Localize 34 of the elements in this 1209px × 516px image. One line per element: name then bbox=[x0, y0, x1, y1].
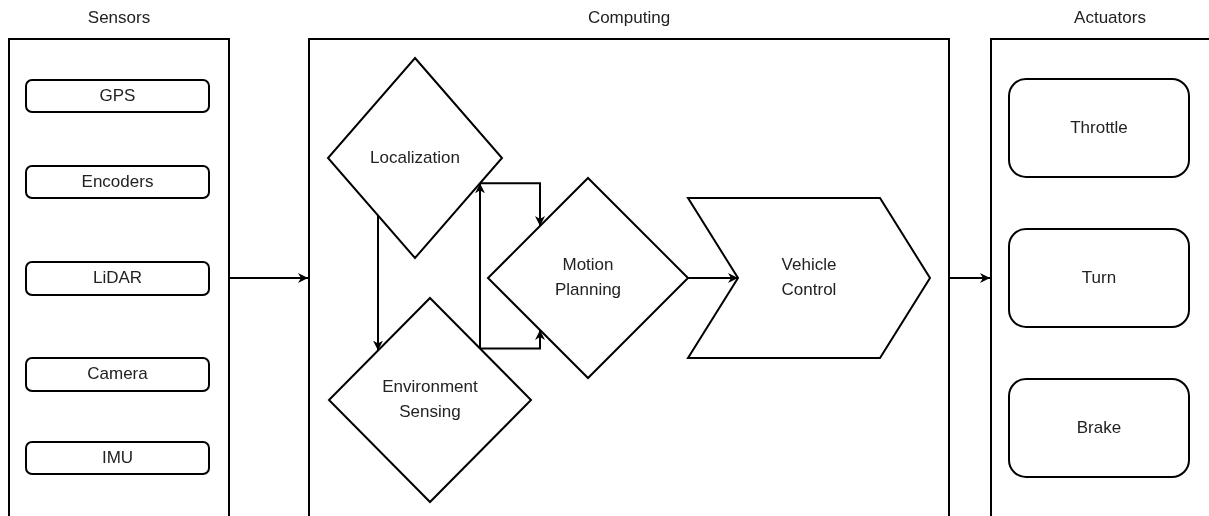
arrow bbox=[475, 182, 485, 350]
arrow bbox=[229, 273, 309, 283]
node-label: Camera bbox=[87, 363, 148, 386]
node-label: IMU bbox=[101, 446, 134, 469]
node-label: Localization bbox=[370, 146, 460, 169]
sensor-box bbox=[25, 441, 210, 475]
arrow bbox=[949, 273, 991, 283]
node-label: Turn bbox=[1081, 266, 1117, 289]
panel-title: Actuators bbox=[1073, 8, 1147, 28]
arrow bbox=[687, 273, 739, 283]
sensor-box bbox=[25, 79, 210, 113]
arrow bbox=[479, 329, 545, 350]
node-label: LiDAR bbox=[92, 267, 143, 290]
sensor-box bbox=[25, 357, 210, 392]
node-label: Encoders bbox=[81, 170, 154, 193]
chevron-shape bbox=[688, 198, 930, 358]
node-label: Motion Planning bbox=[553, 254, 623, 301]
decision-diamond bbox=[329, 298, 531, 502]
arrow bbox=[373, 214, 383, 352]
node-label: Environment Sensing bbox=[381, 376, 479, 423]
sensor-box bbox=[25, 261, 210, 296]
decision-diamond bbox=[488, 178, 688, 378]
node-label: GPS bbox=[99, 84, 136, 107]
decision-diamond bbox=[328, 58, 502, 258]
arrow bbox=[479, 182, 545, 227]
actuator-box bbox=[1008, 378, 1190, 478]
panel-title: Sensors bbox=[86, 8, 152, 28]
node-label: Throttle bbox=[1070, 116, 1128, 139]
actuator-box bbox=[1008, 78, 1190, 178]
actuator-box bbox=[1008, 228, 1190, 328]
sensor-box bbox=[25, 165, 210, 199]
panel-title: Computing bbox=[586, 8, 672, 28]
node-label: Vehicle Control bbox=[780, 254, 838, 301]
node-label: Brake bbox=[1076, 416, 1122, 439]
